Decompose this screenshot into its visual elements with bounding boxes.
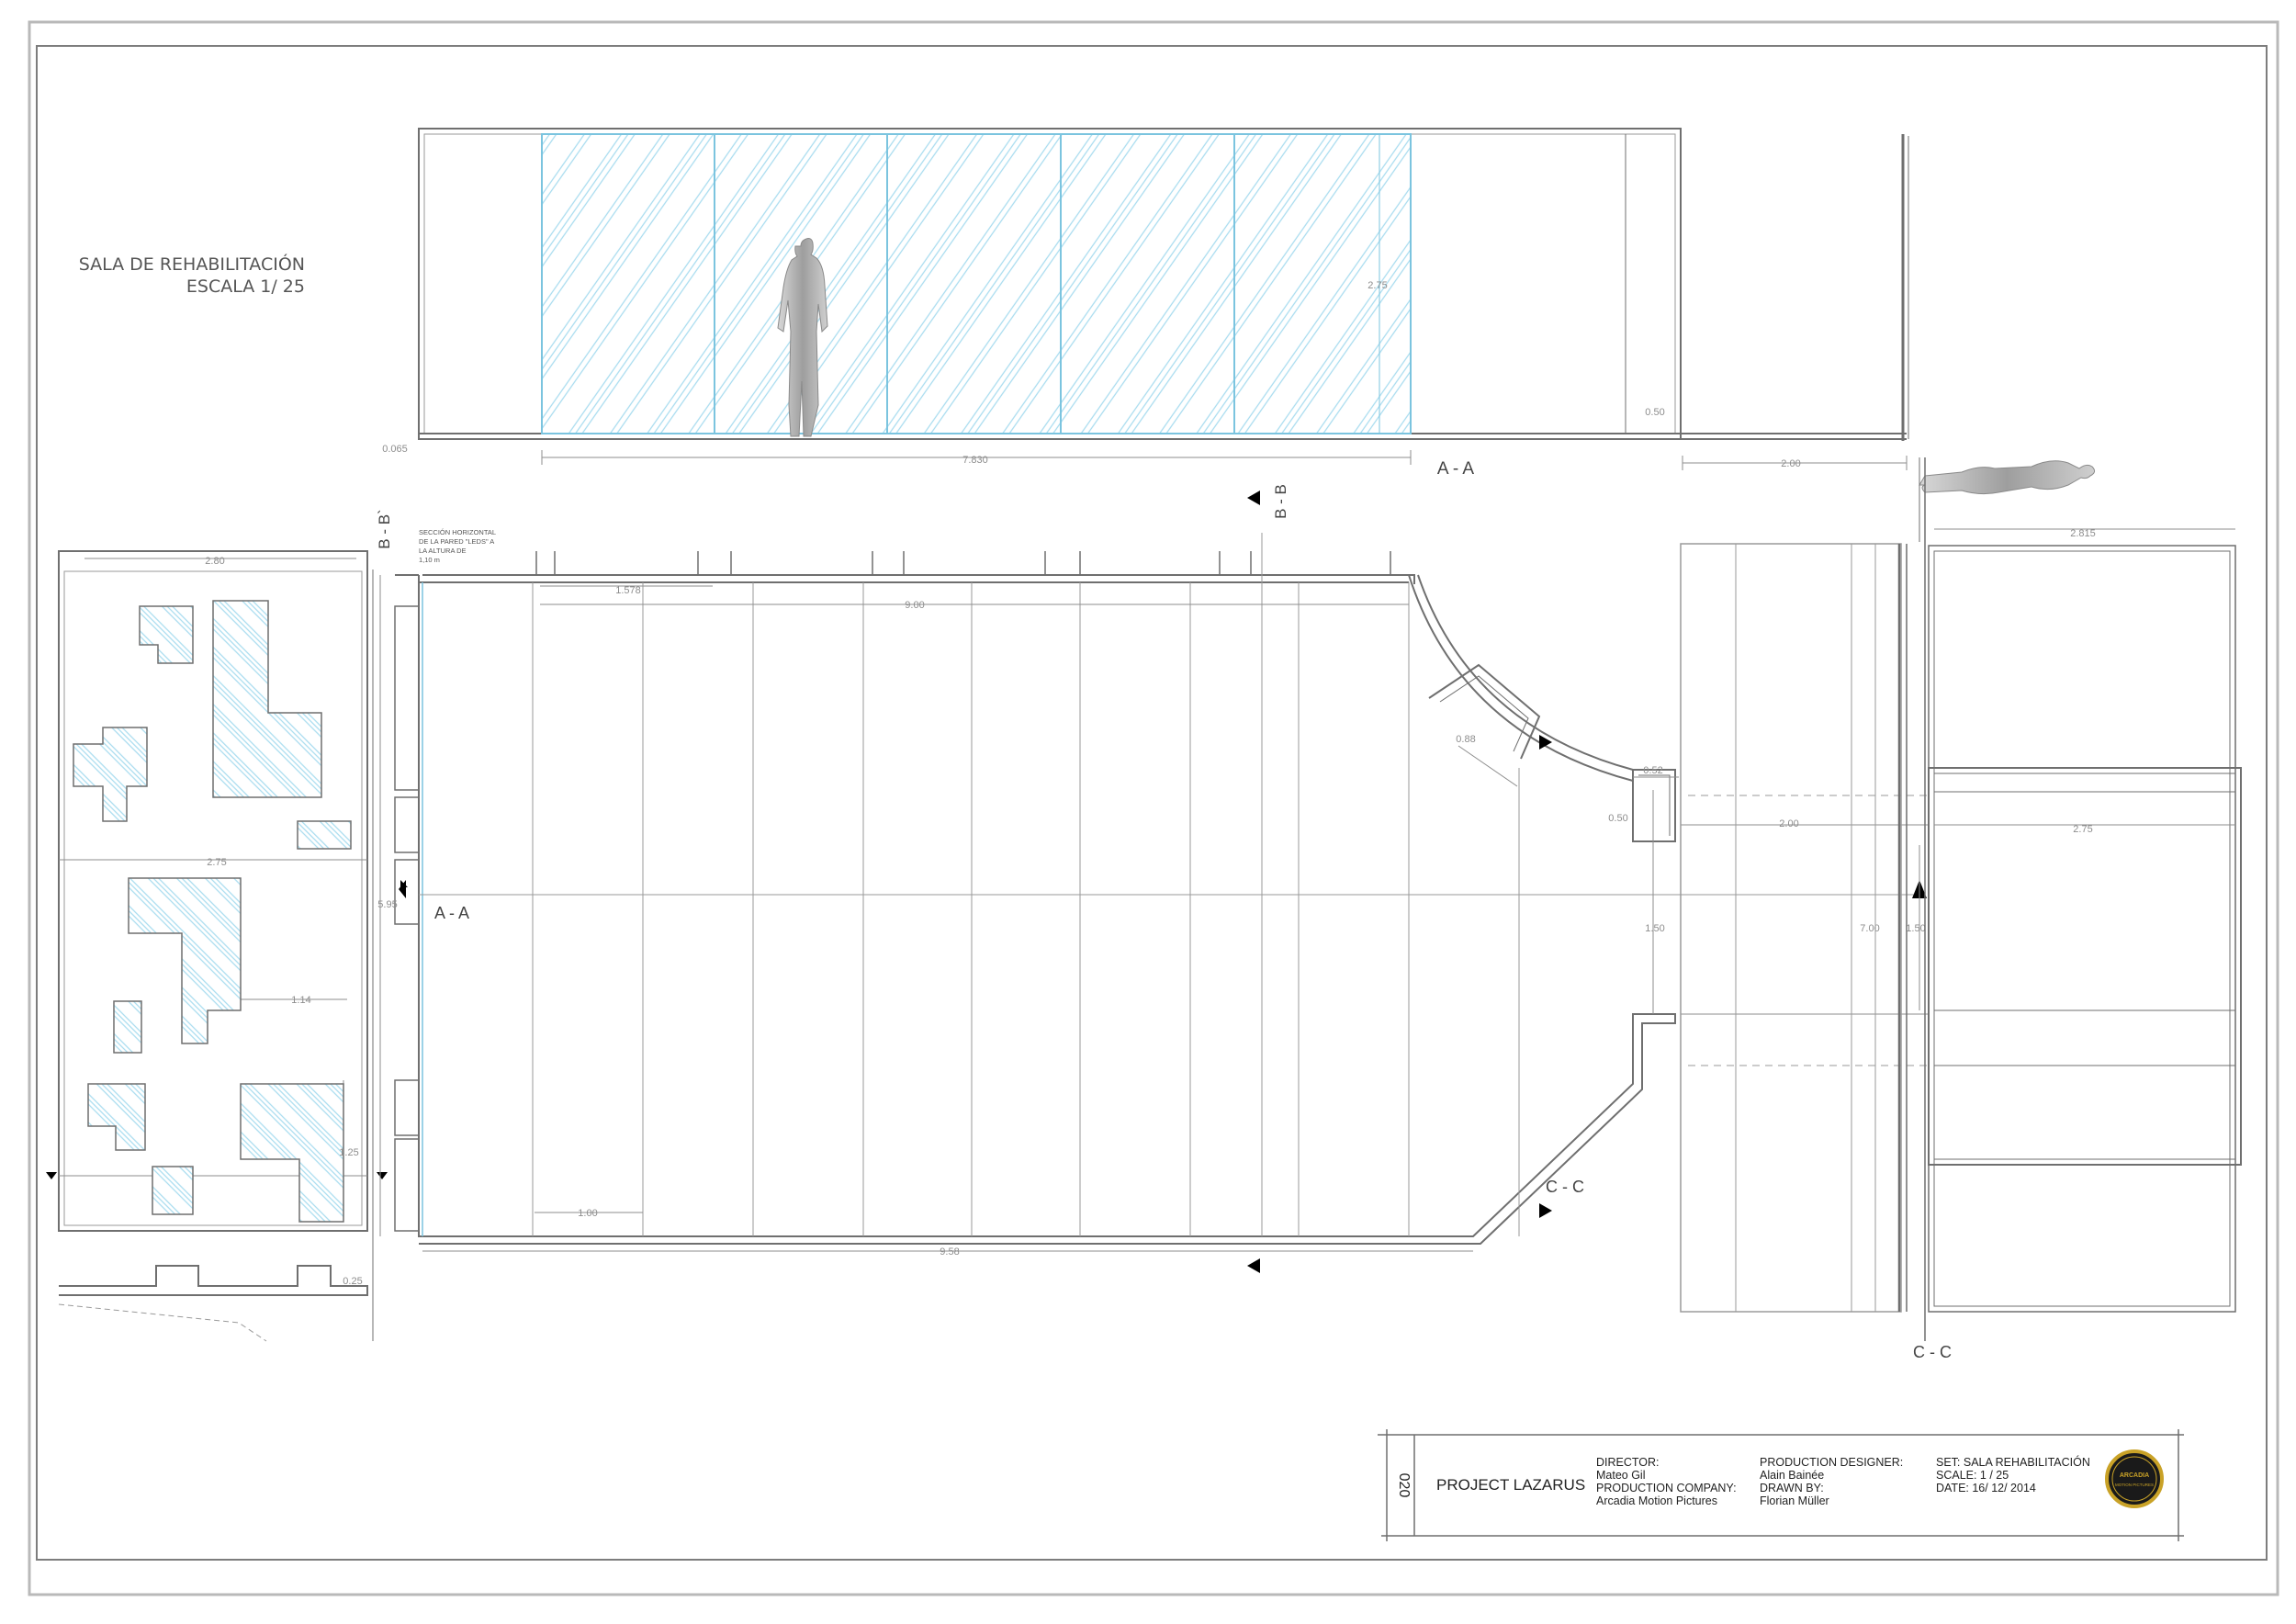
dim-plan-052: 0.52 — [1643, 765, 1662, 776]
dim-plan-1578: 1.578 — [615, 585, 641, 596]
drawing-scale: ESCALA 1/ 25 — [186, 276, 305, 297]
svg-text:MOTION PICTURES: MOTION PICTURES — [2115, 1483, 2154, 1487]
plan-main — [379, 533, 1929, 1252]
section-label-bb-top: B - B — [1272, 484, 1289, 519]
section-label-aa-plan: A - A — [434, 904, 469, 922]
production-company-label: PRODUCTION COMPANY: — [1596, 1482, 1737, 1494]
note-horizontal-section-2: DE LA PARED "LEDS" A — [419, 537, 494, 546]
section-label-cc-bottom: C - C — [1913, 1343, 1952, 1361]
person-silhouette-front — [777, 238, 828, 437]
section-cc — [1680, 543, 1908, 1313]
section-label-cc-plan: C - C — [1546, 1178, 1584, 1196]
dim-elev-right: 2.00 — [1781, 458, 1800, 469]
title-block — [1378, 1429, 2184, 1541]
dim-right-275: 2.75 — [2073, 824, 2092, 835]
dim-left-mid: 2.75 — [207, 857, 226, 868]
note-horizontal-section-3: LA ALTURA DE — [419, 547, 467, 555]
date-value: DATE: 16/ 12/ 2014 — [1936, 1482, 2036, 1494]
dim-elev-side: 0.50 — [1645, 407, 1664, 418]
section-marker-left-a — [46, 1172, 57, 1179]
dim-elev-width: 7.830 — [962, 455, 988, 466]
section-marker-left-b — [377, 1172, 388, 1179]
scale-value: SCALE: 1 / 25 — [1936, 1469, 2009, 1482]
dim-plan-150a: 1.50 — [1645, 923, 1664, 934]
section-marker-cc-top — [1539, 735, 1552, 750]
dim-left-114: 1.14 — [291, 995, 310, 1006]
designer-name: Alain Bainée — [1760, 1469, 1824, 1482]
plan-bb-left — [58, 550, 374, 1342]
director-label: DIRECTOR: — [1596, 1456, 1660, 1469]
dim-plan-200: 2.00 — [1779, 818, 1798, 829]
dim-elev-base: 0.065 — [382, 444, 408, 455]
section-marker-bb-top — [1247, 491, 1260, 505]
section-marker-cc-bottom — [1539, 1203, 1552, 1218]
dim-plan-100: 1.00 — [578, 1208, 597, 1219]
inner-frame — [36, 45, 2268, 1561]
dim-plan-088: 0.88 — [1456, 734, 1475, 745]
dim-plan-595: 5.95 — [377, 899, 397, 910]
svg-text:ARCADIA: ARCADIA — [2120, 1472, 2149, 1479]
note-horizontal-section-4: 1,10 m — [419, 556, 440, 564]
section-marker-bb-bottom — [1247, 1258, 1260, 1273]
dim-left-125: 1.25 — [339, 1147, 358, 1158]
arcadia-logo-icon: ARCADIA MOTION PICTURES — [2105, 1449, 2164, 1508]
drawn-by-name: Florian Müller — [1760, 1494, 1829, 1507]
production-company-name: Arcadia Motion Pictures — [1596, 1494, 1717, 1507]
outer-frame — [28, 20, 2279, 1596]
elevation-aa — [418, 128, 1909, 470]
sheet-number: 020 — [1396, 1473, 1412, 1498]
dim-plan-050: 0.50 — [1608, 813, 1627, 824]
person-silhouette-lying — [1919, 460, 2096, 495]
set-name: SET: SALA REHABILITACIÓN — [1936, 1455, 2090, 1469]
section-label-aa-elevation: A - A — [1437, 459, 1474, 479]
dim-plan-900: 9.00 — [905, 600, 924, 611]
ceiling-panels — [73, 600, 352, 1223]
director-name: Mateo Gil — [1596, 1469, 1646, 1482]
dim-elev-height: 2.75 — [1367, 280, 1387, 291]
note-horizontal-section-1: SECCIÓN HORIZONTAL — [419, 528, 496, 536]
section-cc-right — [1919, 457, 2242, 1341]
dim-left-top: 2.80 — [205, 556, 224, 567]
dim-plan-700: 7.00 — [1860, 923, 1879, 934]
drawn-by-label: DRAWN BY: — [1760, 1482, 1824, 1494]
section-marker-aa-left2 — [399, 880, 406, 898]
dim-left-025: 0.25 — [343, 1276, 362, 1287]
drawing-title: SALA DE REHABILITACIÓN — [79, 253, 305, 275]
section-label-bb-left: B - B` — [376, 509, 393, 548]
designer-label: PRODUCTION DESIGNER: — [1760, 1456, 1903, 1469]
dim-plan-958: 9.58 — [940, 1246, 959, 1257]
dim-right-2815: 2.815 — [2070, 528, 2096, 539]
project-title: PROJECT LAZARUS — [1436, 1476, 1585, 1494]
dim-plan-150b: 1.50 — [1906, 923, 1925, 934]
